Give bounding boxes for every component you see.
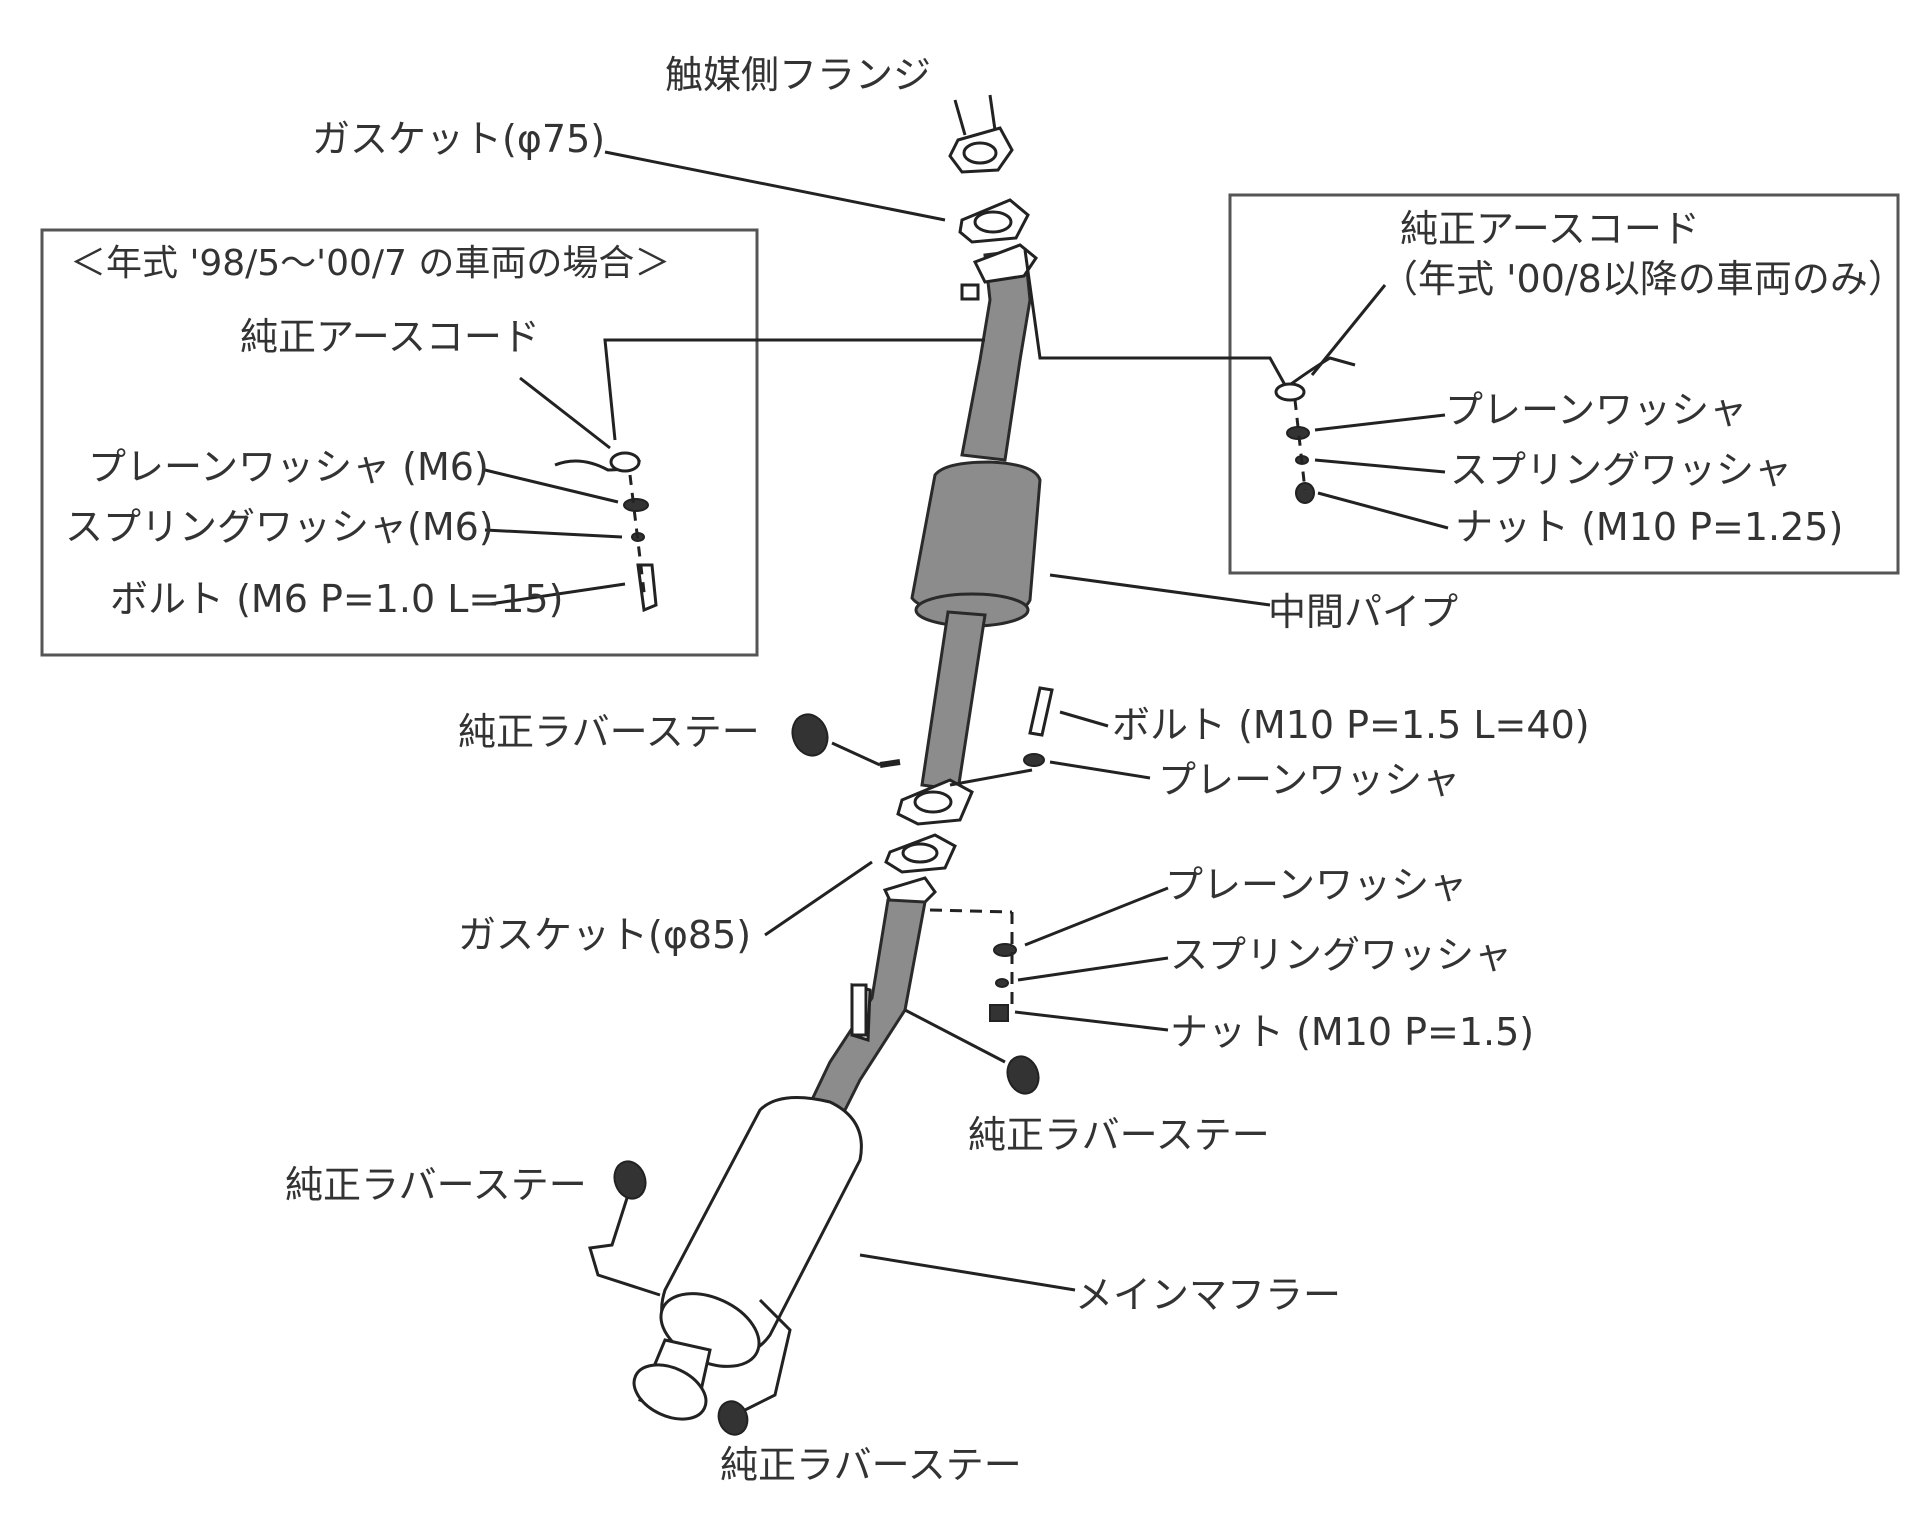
label-gasket-75: ガスケット(φ75)	[312, 117, 605, 161]
leader-left-plain-washer	[484, 468, 619, 504]
label-catalyst-flange: 触媒側フランジ	[665, 53, 931, 97]
bolt-m10-icon	[1028, 686, 1054, 737]
mid-pipe	[910, 243, 1042, 792]
left-plain-washer-icon	[623, 498, 649, 512]
leader-rubber-stay-1	[831, 741, 881, 767]
hanger-rod-right	[744, 1298, 792, 1412]
rubber-stay-icon-3	[613, 1160, 647, 1200]
mid-joint-flange	[896, 778, 974, 826]
right-nut-icon	[1295, 482, 1315, 504]
right-box-connector	[1023, 249, 1287, 386]
label-left-ground-cord: 純正アースコード	[240, 315, 540, 359]
leader-main-muffler	[859, 1253, 1076, 1292]
right-detail-box	[1228, 193, 1900, 575]
label-left-spring-washer: スプリングワッシャ(M6)	[65, 505, 494, 549]
label-nut-m10: ナット (M10 P=1.5)	[1170, 1010, 1534, 1054]
label-spring-washer-2: スプリングワッシャ	[1170, 933, 1512, 977]
left-detail-box	[40, 228, 759, 657]
label-gasket-85: ガスケット(φ85)	[458, 913, 751, 957]
label-right-box-note: （年式 '00/8以降の車両のみ）	[1380, 257, 1906, 301]
leader-plain-washer-1	[1049, 760, 1151, 780]
label-left-plain-washer: プレーンワッシャ (M6)	[88, 445, 489, 489]
label-left-box-title: ＜年式 '98/5～'00/7 の車両の場合＞	[70, 243, 670, 284]
leader-right-nut	[1317, 491, 1449, 530]
rubber-stay-icon-4	[717, 1400, 749, 1436]
rubber-stay-icon-2	[1006, 1055, 1040, 1095]
spring-washer-icon-2	[995, 978, 1009, 988]
hanger-rod-left	[588, 1194, 661, 1297]
label-plain-washer-1: プレーンワッシャ	[1158, 758, 1460, 802]
leader-right-ground	[1310, 284, 1387, 376]
main-muffler	[632, 1096, 863, 1421]
leader-mid-pipe	[1049, 573, 1271, 607]
leader-left-spring-washer	[484, 528, 623, 539]
leader-spring-washer-2	[1017, 956, 1169, 982]
leader-bolt-m10	[1059, 710, 1109, 728]
label-main-muffler: メインマフラー	[1075, 1273, 1341, 1317]
label-rubber-stay-4: 純正ラバーステー	[720, 1443, 1022, 1487]
label-bolt-m10: ボルト (M10 P=1.5 L=40)	[1112, 703, 1590, 747]
label-rubber-stay-2: 純正ラバーステー	[968, 1113, 1270, 1157]
leader-left-ground	[519, 376, 611, 450]
label-mid-pipe: 中間パイプ	[1268, 590, 1458, 634]
left-box-connector	[603, 338, 985, 441]
plain-washer-icon-1	[1023, 753, 1045, 767]
rubber-stay-icon-1	[791, 713, 829, 757]
gasket-75	[958, 198, 1030, 244]
leader-rubber-stay-2	[904, 1008, 1006, 1064]
leader-gasket-85	[764, 860, 873, 937]
label-plain-washer-2: プレーンワッシャ	[1165, 863, 1467, 907]
label-right-ground-cord: 純正アースコード	[1400, 207, 1700, 251]
label-rubber-stay-3: 純正ラバーステー	[285, 1163, 587, 1207]
label-left-bolt: ボルト (M6 P=1.0 L=15)	[110, 577, 563, 621]
leader-left-bolt	[489, 582, 626, 606]
catalyst-flange	[948, 94, 1014, 174]
label-right-spring-washer: スプリングワッシャ	[1450, 448, 1792, 492]
label-right-plain-washer: プレーンワッシャ	[1445, 388, 1747, 432]
gasket-85	[884, 833, 957, 874]
leader-right-plain-washer	[1314, 413, 1446, 432]
label-rubber-stay-1: 純正ラバーステー	[458, 710, 760, 754]
nut-m10-icon	[989, 1004, 1009, 1022]
left-bolt-icon	[636, 563, 658, 613]
leader-gasket-75	[604, 150, 946, 222]
leader-right-spring-washer	[1314, 458, 1446, 474]
label-right-nut: ナット (M10 P=1.25)	[1455, 505, 1843, 549]
lower-pipe	[805, 876, 937, 1122]
leader-plain-washer-2	[1024, 886, 1169, 947]
leader-nut-m10	[1014, 1010, 1169, 1032]
